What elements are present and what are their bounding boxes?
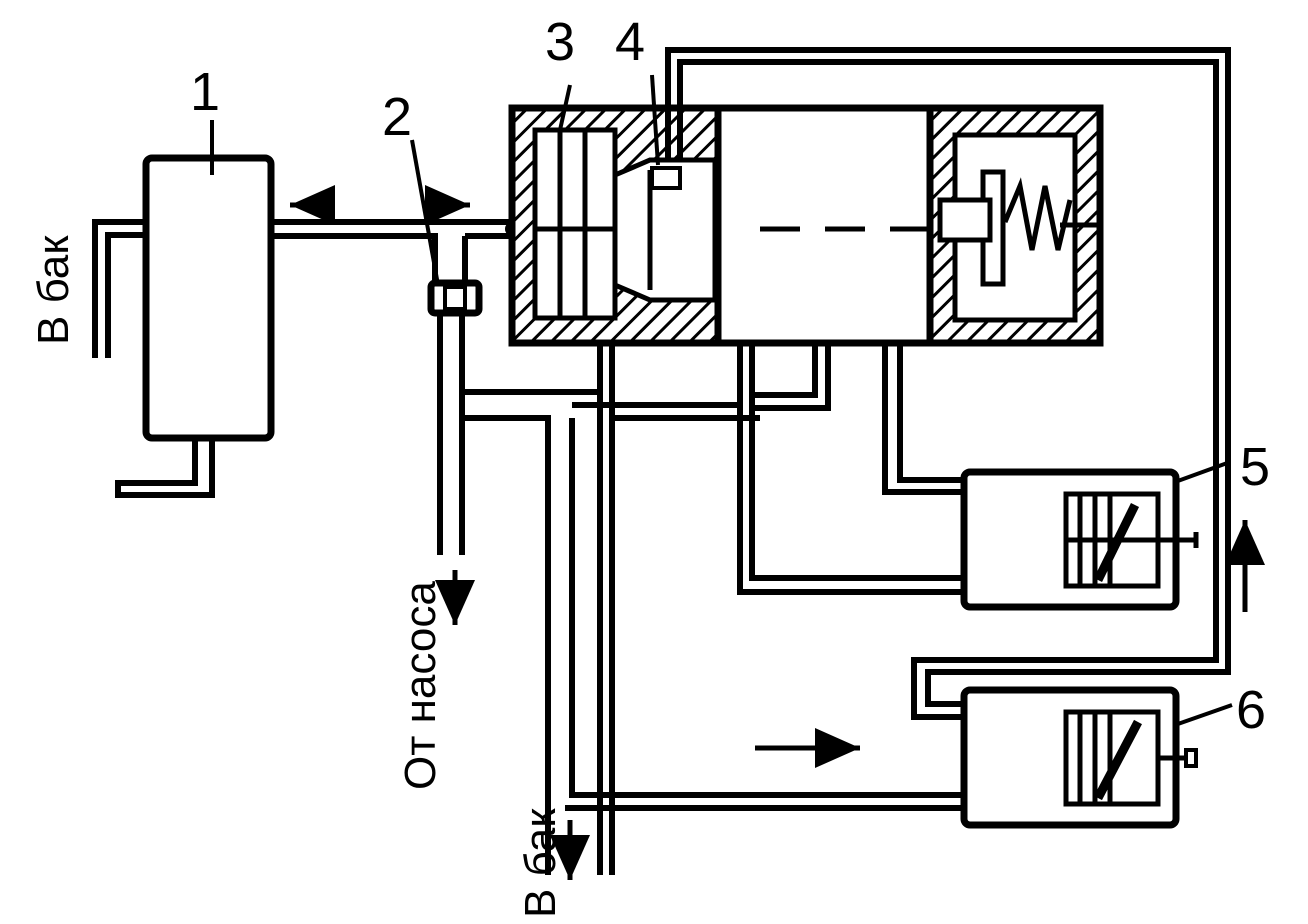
label-to-tank-bottom: В бак [516,808,565,918]
leader-lines [210,74,1233,727]
main-pressure-line [271,185,519,285]
label-part-6: 6 [1236,680,1266,740]
component-1-body [92,154,275,498]
component-2-check-valve [427,279,483,625]
component-3-valve-housing [508,104,724,347]
label-to-tank-left: В бак [29,235,78,345]
label-part-2: 2 [382,87,412,147]
label-part-3: 3 [545,12,575,72]
component-5-actuator [960,468,1265,612]
lines-to-component-5 [737,343,964,595]
label-part-5: 5 [1240,437,1270,497]
label-part-1: 1 [190,62,220,122]
power-cylinder [714,104,1104,347]
return-manifold [462,345,964,880]
label-from-pump: От насоса [396,581,445,790]
component-6-actuator [755,686,1198,829]
label-part-4: 4 [615,12,645,72]
feedback-line [665,47,1231,720]
